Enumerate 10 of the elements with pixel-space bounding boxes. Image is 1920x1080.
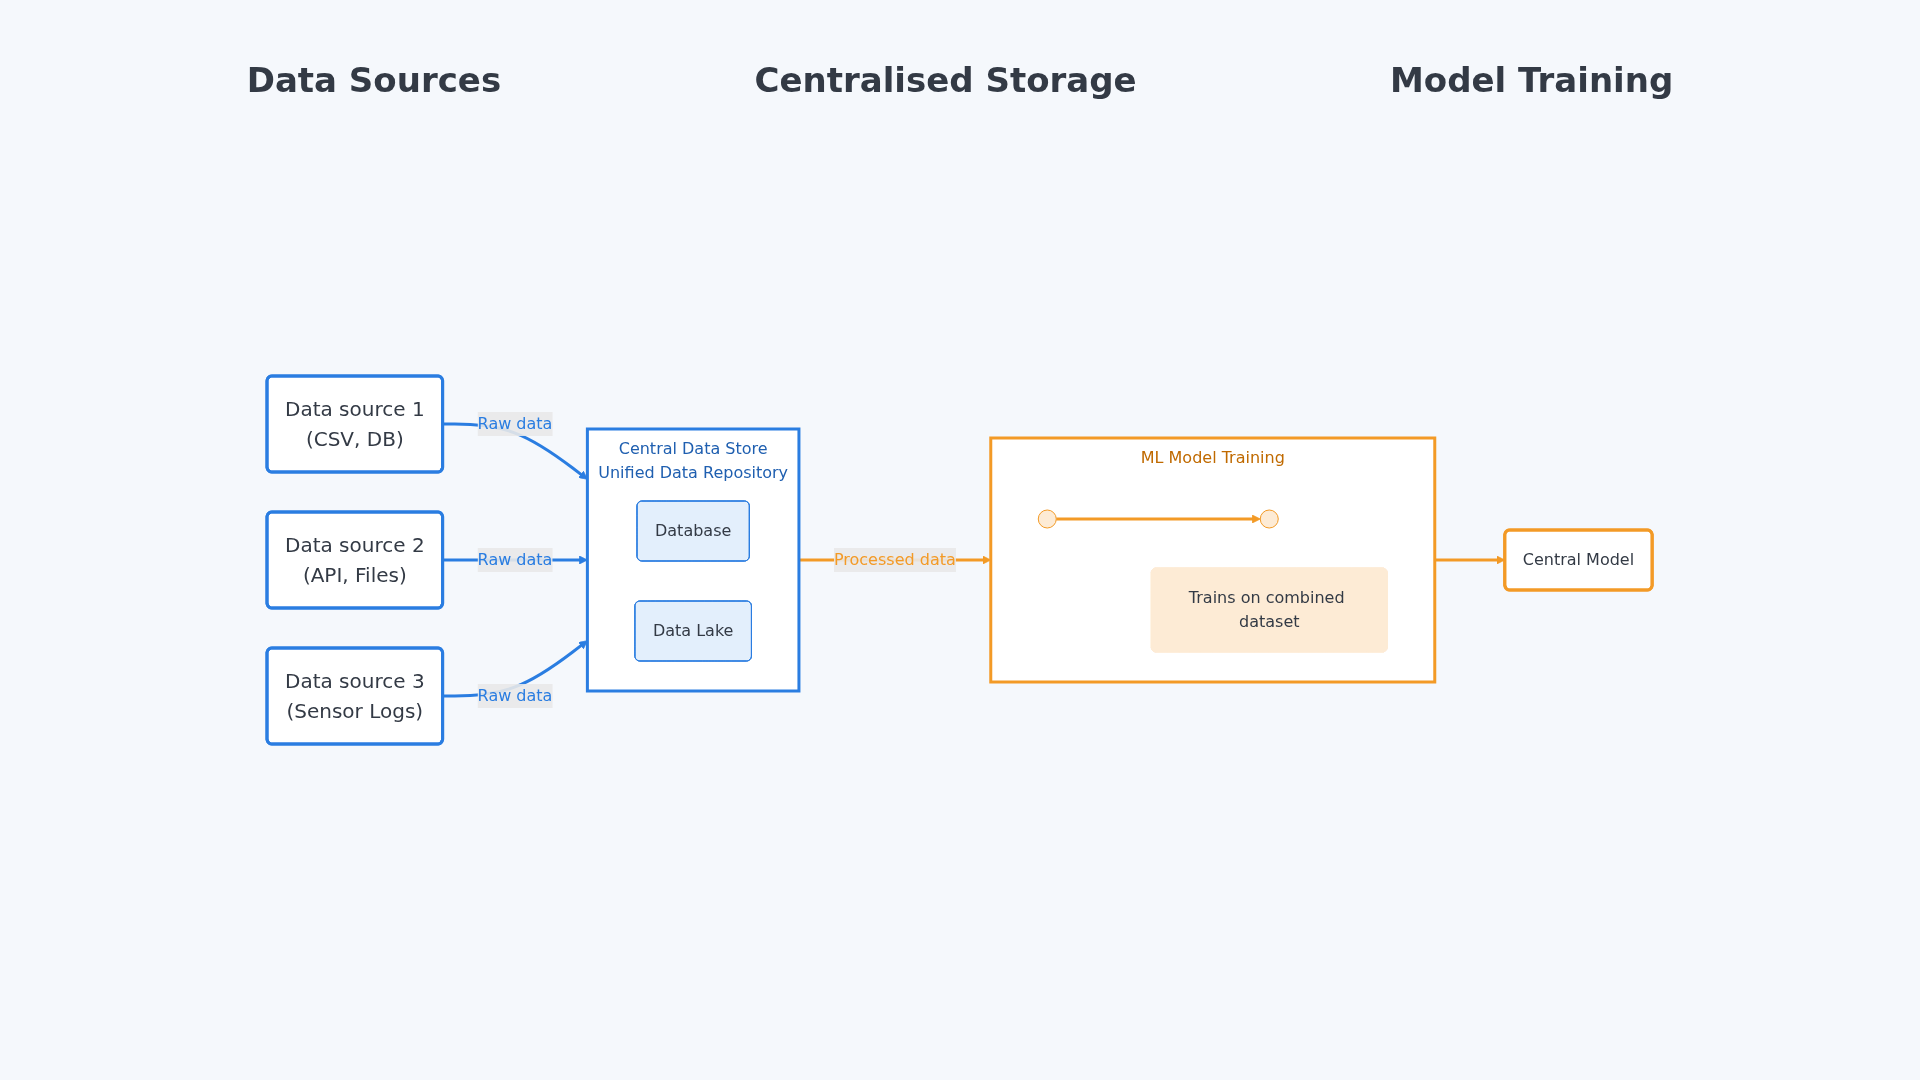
column-heading: Model Training [1390,60,1674,100]
node-circle [1038,509,1058,529]
arrow [1435,555,1506,565]
edge-label: Raw data [478,686,553,705]
node-circle [1260,509,1280,529]
edge-label: Raw data [478,414,553,433]
edge-label: Raw data [478,550,553,569]
column-heading: Centralised Storage [754,60,1137,100]
edge-label: Processed data [834,550,957,569]
column-heading: Data Sources [246,60,502,100]
